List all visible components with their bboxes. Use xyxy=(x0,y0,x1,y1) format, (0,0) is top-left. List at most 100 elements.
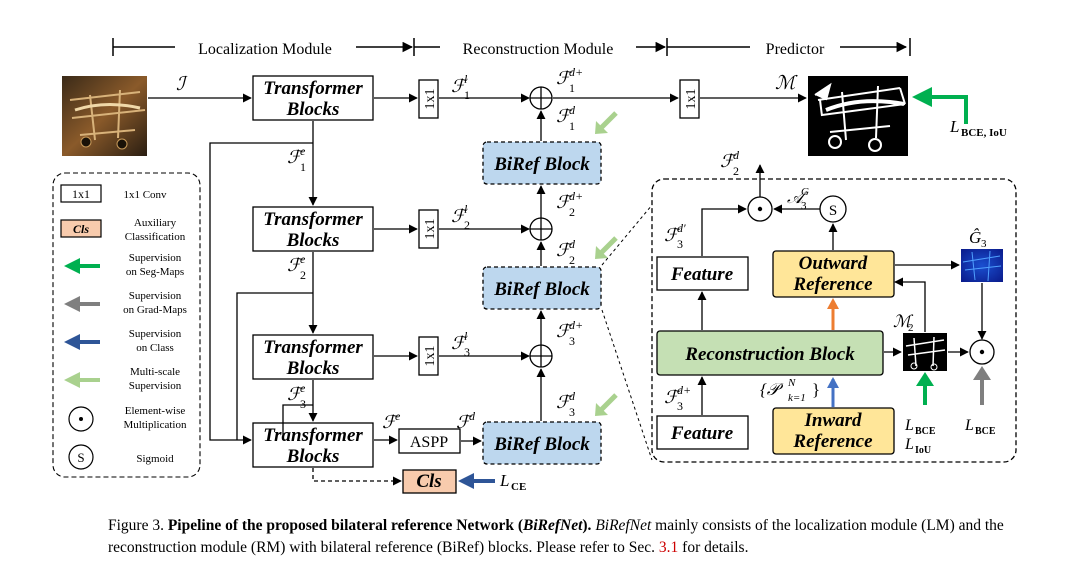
svg-text:d: d xyxy=(469,409,476,423)
label-fd2: ℱ d 2 xyxy=(556,237,576,267)
svg-text:S: S xyxy=(77,450,84,465)
reconstruction-block: Reconstruction Block xyxy=(656,330,884,376)
legend-cls: Cls Auxiliary Classification xyxy=(60,217,186,243)
caption-title-end: ). xyxy=(582,517,592,534)
label-fd3-plus: ℱ d+ 3 xyxy=(664,383,691,413)
svg-text:Feature: Feature xyxy=(670,264,734,285)
label-fe: ℱ e xyxy=(382,409,401,432)
svg-text:BCE, IoU: BCE, IoU xyxy=(961,127,1007,139)
svg-text:Blocks: Blocks xyxy=(286,99,340,120)
svg-text:l: l xyxy=(464,202,468,216)
caption-end: for details. xyxy=(678,539,749,556)
svg-text:Blocks: Blocks xyxy=(286,230,340,251)
svg-text:Reconstruction Block: Reconstruction Block xyxy=(684,344,855,365)
biref-block-1: BiRef Block xyxy=(482,141,602,185)
svg-text:}: } xyxy=(812,380,820,399)
label-fd1: ℱ d 1 xyxy=(556,103,576,133)
svg-text:Blocks: Blocks xyxy=(286,446,340,467)
output-symbol: ℳ xyxy=(775,73,798,94)
mul-node-right xyxy=(969,339,995,365)
svg-text:ℱ: ℱ xyxy=(451,333,468,353)
svg-text:ℱ: ℱ xyxy=(556,68,573,88)
svg-text:Cls: Cls xyxy=(416,471,441,492)
cls-block: Cls xyxy=(402,469,457,494)
module-header: Localization Module Reconstruction Modul… xyxy=(112,38,911,58)
svg-text:ASPP: ASPP xyxy=(410,434,448,451)
legend-sigmoid: S Sigmoid xyxy=(68,444,174,470)
svg-text:Reference: Reference xyxy=(792,431,873,452)
svg-text:ℱ: ℱ xyxy=(664,387,681,407)
legend-multiscale: Multi-scale Supervision xyxy=(64,366,182,392)
svg-text:𝒜: 𝒜 xyxy=(787,188,808,207)
svg-text:1x1: 1x1 xyxy=(423,219,438,240)
svg-text:Supervision: Supervision xyxy=(129,328,182,340)
svg-text:d+: d+ xyxy=(677,383,691,397)
svg-text:ℱ: ℱ xyxy=(556,106,573,126)
svg-text:on Grad-Maps: on Grad-Maps xyxy=(123,304,187,316)
mul-node-top xyxy=(747,196,773,222)
svg-text:1x1: 1x1 xyxy=(72,187,90,201)
svg-text:e: e xyxy=(300,144,306,158)
svg-text:ℱ: ℱ xyxy=(287,147,304,167)
svg-text:ℱ: ℱ xyxy=(382,412,399,432)
svg-text:2: 2 xyxy=(908,322,914,334)
caption-ref[interactable]: 3.1 xyxy=(658,539,679,556)
caption-body: mainly consists of the localization modu… xyxy=(108,517,1004,556)
svg-text:3: 3 xyxy=(801,200,807,212)
svg-text:d: d xyxy=(733,148,740,162)
svg-text:ℱ: ℱ xyxy=(451,206,468,226)
svg-text:1x1: 1x1 xyxy=(423,89,438,110)
svg-text:Auxiliary: Auxiliary xyxy=(134,217,177,229)
label-fd3-prime: ℱ d′ 3 xyxy=(664,221,686,251)
aspp-block: ASPP xyxy=(398,428,461,454)
svg-text:Transformer: Transformer xyxy=(263,337,363,358)
svg-text:1: 1 xyxy=(569,81,575,95)
svg-text:BCE: BCE xyxy=(975,426,996,437)
feature-box-top: Feature xyxy=(656,256,749,291)
biref-block-3: BiRef Block xyxy=(482,421,602,465)
reconstruction-module-label: Reconstruction Module xyxy=(463,41,614,58)
output-mask xyxy=(808,76,908,156)
svg-text:Multiplication: Multiplication xyxy=(124,419,187,431)
sum-node-3 xyxy=(529,344,553,368)
svg-text:2: 2 xyxy=(569,253,575,267)
svg-text:Supervision: Supervision xyxy=(129,252,182,264)
input-symbol: ℐ xyxy=(176,74,188,95)
svg-text:Feature: Feature xyxy=(670,423,734,444)
label-ag3: 𝒜 G 3 xyxy=(787,186,809,212)
svg-text:{𝒫: {𝒫 xyxy=(760,380,784,399)
label-fd2-out: ℱ d 2 xyxy=(720,148,740,178)
svg-text:3: 3 xyxy=(569,334,575,348)
svg-text:L: L xyxy=(949,117,959,136)
predictor-label: Predictor xyxy=(766,41,825,58)
legend-mul: Element-wise Multiplication xyxy=(68,405,187,432)
label-fd3: ℱ d 3 xyxy=(556,389,576,419)
svg-text:ℳ: ℳ xyxy=(893,312,914,331)
caption-title-name: BiRefNet xyxy=(522,517,583,534)
svg-text:ℱ: ℱ xyxy=(456,412,473,432)
svg-text:2: 2 xyxy=(464,218,470,232)
svg-text:BiRef Block: BiRef Block xyxy=(493,434,590,455)
caption-name: BiRefNet xyxy=(595,517,652,534)
label-fd2p: ℱ d+ 2 xyxy=(556,189,583,219)
svg-text:Supervision: Supervision xyxy=(129,380,182,392)
svg-text:BCE: BCE xyxy=(915,426,936,437)
svg-text:BiRef Block: BiRef Block xyxy=(493,279,590,300)
inward-reference: Inward Reference xyxy=(772,407,895,455)
svg-text:1x1: 1x1 xyxy=(423,346,438,367)
svg-text:Cls: Cls xyxy=(73,222,89,236)
pipeline-diagram: Localization Module Reconstruction Modul… xyxy=(52,38,1017,494)
sum-node-2 xyxy=(529,217,553,241)
svg-text:N: N xyxy=(787,377,796,389)
loss-bce-grad: L BCE xyxy=(964,417,996,437)
conv-1x1-c: 1x1 xyxy=(418,336,439,376)
label-fl2: ℱ l 2 xyxy=(451,202,470,232)
label-fd: ℱ d xyxy=(456,409,476,432)
svg-text:3: 3 xyxy=(300,397,306,411)
svg-text:ℱ: ℱ xyxy=(451,76,468,96)
svg-text:Transformer: Transformer xyxy=(263,209,363,230)
svg-text:d: d xyxy=(569,237,576,251)
svg-text:d′: d′ xyxy=(677,221,686,235)
transformer-block-3: Transformer Blocks xyxy=(252,334,374,380)
label-inward-set: {𝒫 N k=1 } xyxy=(760,377,820,404)
